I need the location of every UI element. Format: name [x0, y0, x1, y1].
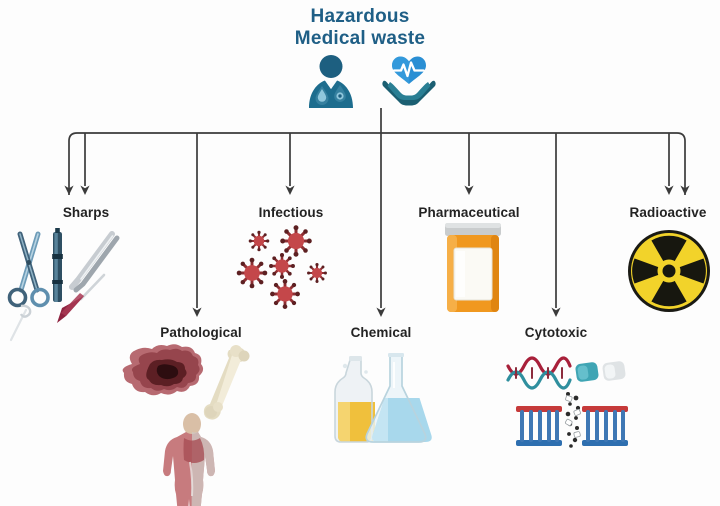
reagent-bottle-icon [334, 356, 375, 443]
catheter-icon [9, 304, 32, 342]
node-label-pathological[interactable]: Pathological [160, 325, 242, 340]
arrow-pharmaceutical [464, 185, 474, 195]
erlenmeyer-flask-icon [365, 353, 432, 443]
arrow-pathological [192, 307, 202, 317]
healthcare-worker-icon [309, 55, 353, 108]
root-icon-group [295, 52, 455, 110]
pill-bottle-icon [445, 223, 501, 312]
arrow-radioactive [664, 185, 674, 195]
tissue-mass-icon [122, 344, 204, 396]
virus-icon [236, 225, 327, 309]
node-label-cytotoxic[interactable]: Cytotoxic [524, 325, 588, 340]
needle-icon [57, 273, 106, 323]
node-label-infectious[interactable]: Infectious [258, 205, 324, 220]
node-label-sharps[interactable]: Sharps [62, 205, 110, 220]
pathological-icon-group [122, 344, 250, 506]
chemical-icon-group [334, 353, 432, 443]
sharps-icon-group [7, 228, 120, 342]
human-anatomy-icon [163, 413, 215, 506]
dna-ladder-break-icon [516, 392, 628, 448]
horizontal-bus [68, 132, 686, 195]
scissors-icon [7, 231, 50, 308]
node-label-radioactive[interactable]: Radioactive [629, 205, 707, 220]
arrow-left-end [64, 185, 74, 195]
arrow-chemical [376, 307, 386, 317]
dna-helix-icon [506, 356, 572, 390]
arrowhead-group [64, 185, 690, 317]
tweezers-icon [69, 231, 120, 293]
radioactive-trefoil-icon [628, 230, 710, 312]
arrow-right-end [680, 185, 690, 195]
arrow-sharps [80, 185, 90, 195]
tablet-icon [575, 361, 626, 382]
heart-in-hands-icon [382, 56, 436, 106]
arrow-infectious [285, 185, 295, 195]
infectious-icon-group [236, 225, 327, 309]
cytotoxic-icon-group [506, 356, 628, 448]
syringe-icon [52, 228, 63, 302]
arrow-cytotoxic [551, 307, 561, 317]
bone-icon [203, 345, 250, 420]
node-label-pharmaceutical[interactable]: Pharmaceutical [418, 205, 520, 220]
node-label-chemical[interactable]: Chemical [350, 325, 412, 340]
